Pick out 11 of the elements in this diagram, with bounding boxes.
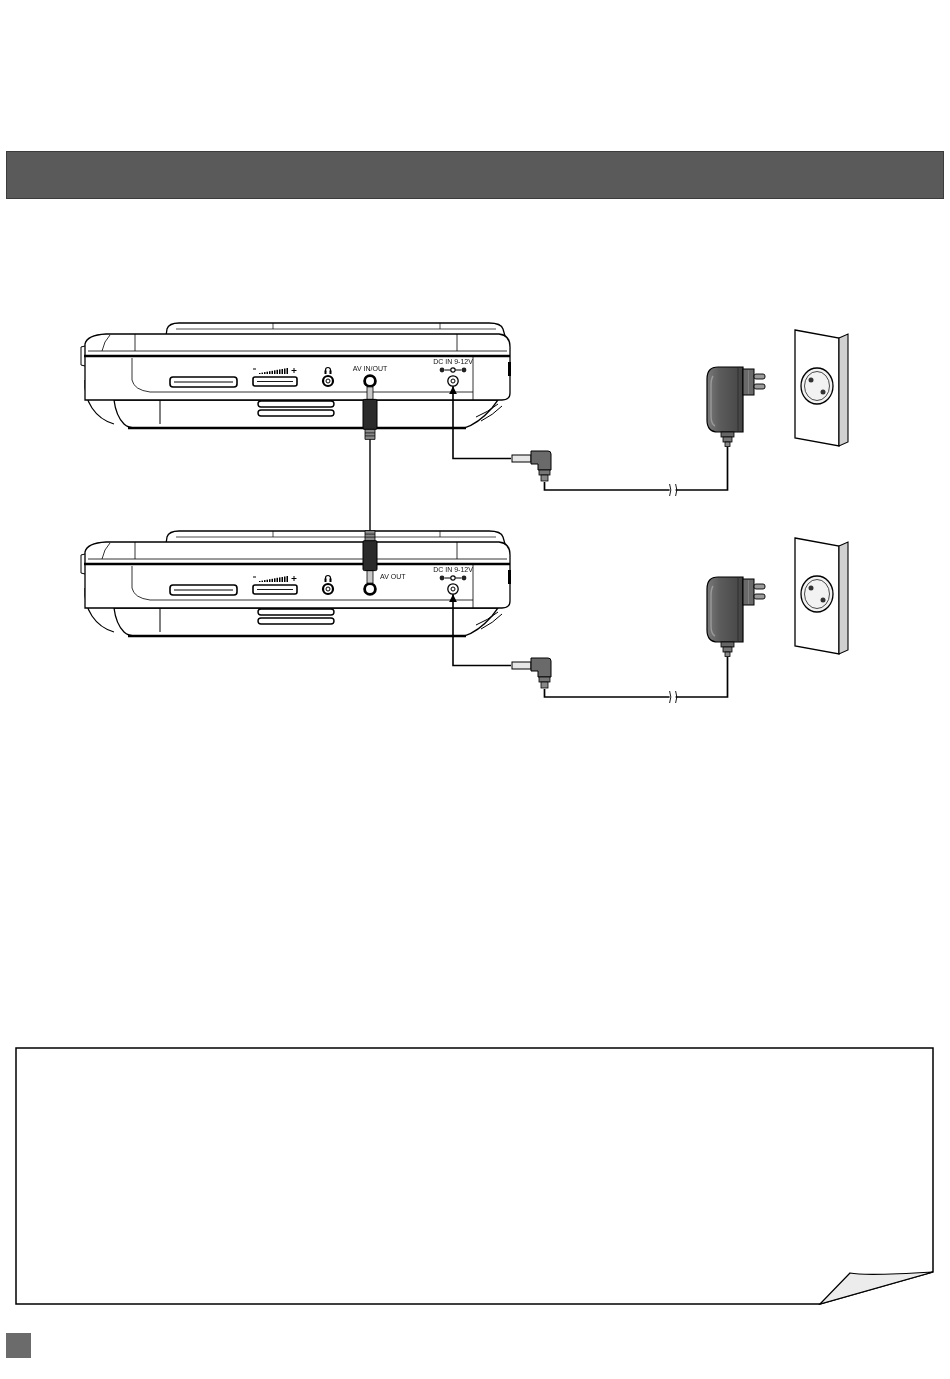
arrow bbox=[449, 593, 512, 667]
power-cable bbox=[543, 446, 729, 491]
av-cable bbox=[362, 385, 378, 585]
av-jack bbox=[364, 375, 376, 387]
dc-jack bbox=[447, 583, 459, 595]
power-cable bbox=[543, 656, 729, 698]
dvd-player bbox=[80, 528, 512, 640]
dvd-player bbox=[80, 320, 512, 432]
dc-jack bbox=[447, 375, 459, 387]
arrow bbox=[449, 385, 512, 460]
av-jack bbox=[364, 583, 376, 595]
